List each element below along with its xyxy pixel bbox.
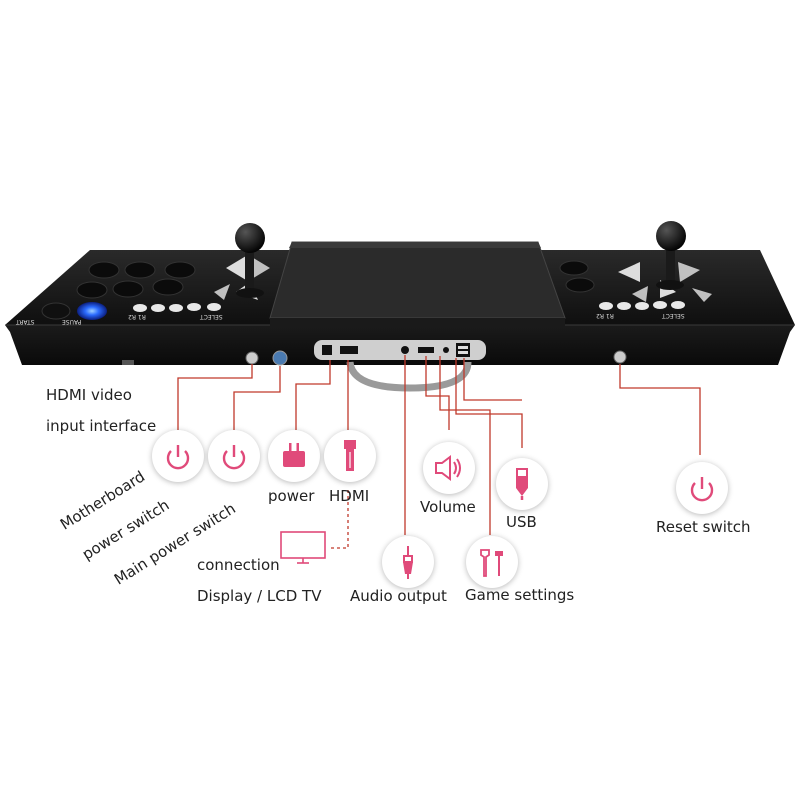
reset-icon-circle — [676, 462, 728, 514]
main-switch — [272, 350, 288, 366]
audio-jack-icon — [403, 546, 413, 579]
left-pause-text: PAUSE — [62, 318, 82, 325]
left-joystick — [214, 223, 270, 300]
main-power-icon-circle — [208, 430, 260, 482]
left-r-text: R1 R2 — [128, 313, 146, 320]
right-joystick — [618, 221, 712, 302]
speaker-icon — [435, 455, 461, 481]
connection-label-line2: Display / LCD TV — [197, 587, 322, 605]
right-action-buttons — [559, 260, 595, 293]
monitor-icon — [280, 531, 326, 564]
tools-icon — [480, 549, 503, 577]
port-panel — [314, 340, 486, 360]
left-select-text: SELECT — [200, 313, 223, 320]
left-action-buttons — [41, 261, 196, 320]
right-r-text: R1 R2 — [596, 312, 614, 319]
motherboard-switch — [245, 351, 259, 365]
usb-icon-circle — [496, 458, 548, 510]
right-function-buttons — [599, 301, 685, 310]
game-settings-icon-circle — [466, 536, 518, 588]
volume-label: Volume — [420, 498, 476, 516]
left-start-text: START — [16, 318, 35, 325]
usb-label: USB — [506, 513, 537, 531]
callout-lines — [177, 355, 701, 549]
power-plug-icon-circle — [268, 430, 320, 482]
power-icon — [222, 445, 246, 470]
reset-label: Reset switch — [656, 518, 751, 536]
motherboard-power-icon-circle — [152, 430, 204, 482]
power-icon — [690, 477, 714, 502]
hdmi-input-port — [122, 360, 134, 365]
left-function-buttons — [133, 303, 221, 312]
power-icon — [166, 445, 190, 470]
hdmi-input-label-line2: input interface — [46, 417, 157, 435]
center-lid — [269, 241, 566, 319]
plug-icon — [283, 443, 305, 467]
power-label: power — [268, 487, 315, 505]
right-select-text: SELECT — [662, 312, 685, 319]
carry-handle — [346, 361, 472, 392]
reset-port — [613, 350, 627, 364]
game-settings-label: Game settings — [465, 586, 575, 604]
hdmi-label: HDMI — [329, 487, 370, 505]
audio-output-label: Audio output — [350, 587, 447, 605]
volume-icon-circle — [423, 442, 475, 494]
connection-label-line1: connection — [197, 556, 280, 574]
hdmi-icon-circle — [324, 430, 376, 482]
usb-icon — [516, 468, 528, 500]
audio-icon-circle — [382, 536, 434, 588]
hdmi-input-label-line1: HDMI video — [46, 386, 132, 404]
hdmi-icon — [344, 440, 356, 471]
